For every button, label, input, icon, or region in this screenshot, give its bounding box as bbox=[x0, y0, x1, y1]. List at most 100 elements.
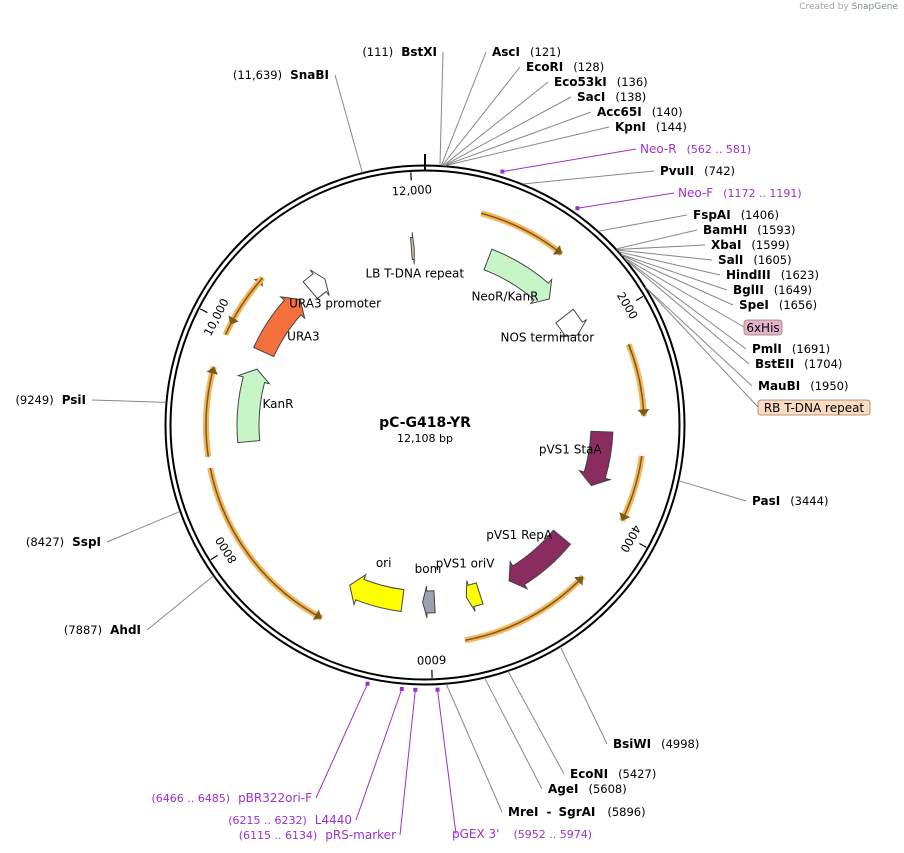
orf-line bbox=[464, 576, 584, 642]
orf-line bbox=[205, 366, 215, 457]
boxed-feature-leader bbox=[623, 257, 745, 328]
site-position: (1593) bbox=[757, 223, 795, 237]
site-name: SalI bbox=[718, 253, 743, 267]
tick-label: 2000 bbox=[614, 289, 641, 321]
site-leader-line bbox=[616, 244, 706, 250]
site-leader-line bbox=[618, 251, 721, 276]
tick-mark bbox=[199, 308, 208, 314]
tick-label: 12,000 bbox=[391, 182, 432, 198]
site-name: BstXI bbox=[401, 45, 437, 59]
site-name: BsiWI bbox=[613, 737, 651, 751]
site-leader-line bbox=[621, 254, 734, 306]
site-position: (1623) bbox=[781, 268, 819, 282]
site-name: SnaBI bbox=[290, 68, 329, 82]
site-labels: NeoR/KanR NOS terminator pVS1 StaA pVS1 Rep… bbox=[15, 45, 871, 842]
site-position: (1605) bbox=[753, 253, 791, 267]
feature-arrow bbox=[410, 232, 415, 265]
site-leader-line bbox=[678, 480, 747, 502]
site-leader-line bbox=[439, 51, 444, 166]
site-leader-line bbox=[625, 259, 750, 365]
site-leader-line bbox=[440, 51, 487, 166]
site-position: (9249) bbox=[15, 393, 53, 407]
primer-name: pBR322ori-F bbox=[238, 791, 312, 805]
orf-arc bbox=[619, 455, 645, 523]
tick-group: 6000 bbox=[417, 653, 447, 668]
site-position: (7887) bbox=[64, 623, 102, 637]
site-position: (121) bbox=[530, 45, 561, 59]
site-leader-line bbox=[106, 511, 181, 543]
tick-label: 6000 bbox=[417, 653, 447, 668]
feature-label: LB T-DNA repeat bbox=[365, 266, 464, 280]
primer-leader-line bbox=[437, 689, 457, 835]
site-position: (128) bbox=[573, 60, 604, 74]
feature-arrow bbox=[302, 269, 330, 300]
feature-label: NOS terminator bbox=[501, 331, 595, 345]
primer-position: (562 .. 581) bbox=[687, 143, 752, 156]
boxed-feature-label: RB T-DNA repeat bbox=[764, 401, 865, 415]
primer-leader-line bbox=[315, 683, 369, 799]
site-position: (3444) bbox=[790, 494, 828, 508]
site-name: MauBI bbox=[758, 379, 800, 393]
site-position: (136) bbox=[617, 75, 648, 89]
tick-mark bbox=[635, 295, 644, 302]
site-name: BglII bbox=[733, 283, 764, 297]
site-name: FspAI bbox=[693, 208, 731, 222]
feature-arrow bbox=[422, 585, 436, 619]
primer-position: (1172 .. 1191) bbox=[723, 187, 802, 200]
orf-arc bbox=[227, 275, 265, 326]
tick-group: 4000 bbox=[617, 522, 643, 554]
primer-marker bbox=[500, 169, 505, 174]
site-name-2: SgrAI bbox=[558, 805, 595, 819]
site-position: (1656) bbox=[779, 298, 817, 312]
orf-arrowhead bbox=[228, 315, 239, 325]
tick-group: 12,000 bbox=[391, 182, 432, 198]
site-position: (144) bbox=[656, 120, 687, 134]
site-position: (5608) bbox=[588, 782, 626, 796]
site-position: (1691) bbox=[792, 342, 830, 356]
site-name: SacI bbox=[577, 90, 605, 104]
site-leader-line bbox=[624, 258, 747, 350]
feature-label: bom bbox=[415, 562, 442, 576]
feature-arrow bbox=[465, 580, 484, 612]
site-name: AgeI bbox=[548, 782, 578, 796]
site-name: EcoNI bbox=[570, 767, 608, 781]
orf-arrowhead bbox=[552, 244, 562, 255]
feature-arrow bbox=[483, 248, 553, 305]
credit-prefix: Created by bbox=[799, 2, 849, 12]
tick-label: 4000 bbox=[617, 522, 643, 554]
site-name: XbaI bbox=[711, 238, 741, 252]
boxed-feature-box bbox=[743, 319, 783, 336]
feature-label: URA3 bbox=[287, 330, 319, 344]
site-leader-line bbox=[443, 111, 592, 167]
feature-label: pVS1 StaA bbox=[539, 442, 603, 456]
feature-label: pVS1 RepA bbox=[486, 528, 553, 542]
site-position: (5896) bbox=[607, 805, 645, 819]
site-name: SpeI bbox=[739, 298, 769, 312]
site-separator: - bbox=[546, 805, 551, 819]
primer-leader-line bbox=[577, 192, 675, 209]
site-leader-line bbox=[522, 170, 655, 185]
tick-group: 2000 bbox=[614, 289, 641, 321]
site-name: BstEII bbox=[755, 357, 794, 371]
boxed-feature-leader bbox=[645, 286, 759, 408]
feature-arrow bbox=[236, 368, 271, 444]
orf-arrowhead bbox=[637, 409, 650, 417]
orf-layer bbox=[203, 210, 650, 644]
tick-mark bbox=[639, 542, 647, 548]
site-position: (1649) bbox=[774, 283, 812, 297]
feature-arrow bbox=[555, 308, 588, 338]
orf-arrowhead bbox=[312, 609, 322, 621]
primer-marker bbox=[365, 681, 370, 686]
site-position: (8427) bbox=[26, 535, 64, 549]
feature-arrow bbox=[349, 573, 405, 613]
site-name: SspI bbox=[72, 535, 101, 549]
site-leader-line bbox=[616, 229, 698, 250]
site-name: Acc65I bbox=[597, 105, 642, 119]
snapgene-credit: Created by SnapGene bbox=[799, 2, 898, 12]
feature-label: NeoR/KanR bbox=[471, 289, 538, 303]
site-leader-line bbox=[334, 74, 363, 173]
primer-position: (6115 .. 6134) bbox=[239, 829, 318, 842]
site-leader-line bbox=[146, 575, 214, 631]
primer-name: pGEX 3' bbox=[452, 827, 499, 841]
